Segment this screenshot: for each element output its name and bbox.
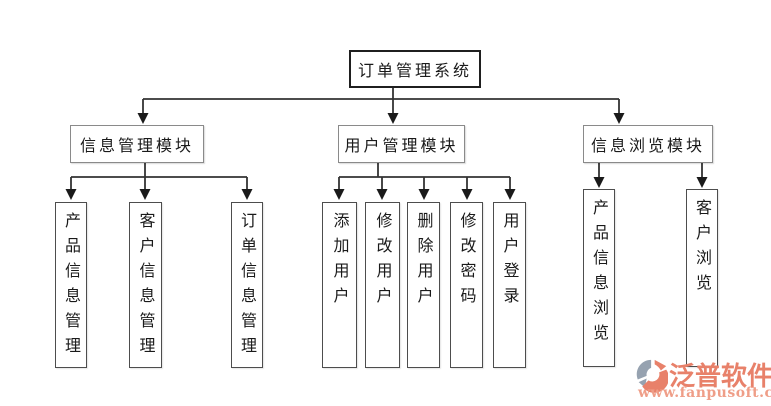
leaf-box-label: 用户登录 — [500, 212, 520, 312]
leaf-box-label: 修改用户 — [373, 212, 393, 312]
root-box-order-management-system: 订单管理系统 — [349, 50, 481, 88]
module-box-user-management: 用户管理模块 — [338, 125, 465, 163]
leaf-box-product-info-management: 产品信息管理 — [55, 202, 87, 368]
fanpu-logo-icon — [636, 359, 668, 393]
watermark-brand-text: 泛普软件 — [669, 362, 771, 392]
leaf-box-label: 产品信息管理 — [62, 212, 81, 362]
leaf-box-change-password: 修改密码 — [450, 202, 483, 368]
leaf-box-label: 删除用户 — [414, 212, 434, 312]
leaf-box-label: 客户浏览 — [693, 199, 712, 299]
module-box-info-browse: 信息浏览模块 — [583, 125, 713, 163]
leaf-box-order-info-management: 订单信息管理 — [231, 202, 263, 368]
leaf-box-label: 添加用户 — [330, 212, 350, 312]
module-box-label: 用户管理模块 — [344, 136, 459, 155]
module-box-label: 信息浏览模块 — [590, 136, 705, 155]
arrowheads — [65, 113, 708, 200]
leaf-box-customer-browse: 客户浏览 — [686, 189, 718, 367]
root-box-label: 订单管理系统 — [357, 61, 472, 80]
leaf-box-label: 客户信息管理 — [136, 212, 156, 362]
leaf-box-product-info-browse: 产品信息浏览 — [583, 189, 615, 367]
leaf-box-label: 订单信息管理 — [238, 212, 257, 362]
module-box-label: 信息管理模块 — [79, 136, 194, 155]
watermark: 泛普软件 www.fanpusoft.com — [632, 354, 771, 404]
leaf-box-delete-user: 删除用户 — [407, 202, 440, 368]
leaf-box-label: 修改密码 — [457, 212, 477, 312]
leaf-box-modify-user: 修改用户 — [365, 202, 400, 368]
module-box-info-management: 信息管理模块 — [70, 125, 204, 163]
watermark-url-text: www.fanpusoft.com — [638, 385, 771, 401]
leaf-box-add-user: 添加用户 — [322, 202, 357, 368]
leaf-box-customer-info-management: 客户信息管理 — [129, 202, 162, 368]
leaf-box-user-login: 用户登录 — [493, 202, 526, 368]
leaf-box-label: 产品信息浏览 — [590, 199, 609, 349]
